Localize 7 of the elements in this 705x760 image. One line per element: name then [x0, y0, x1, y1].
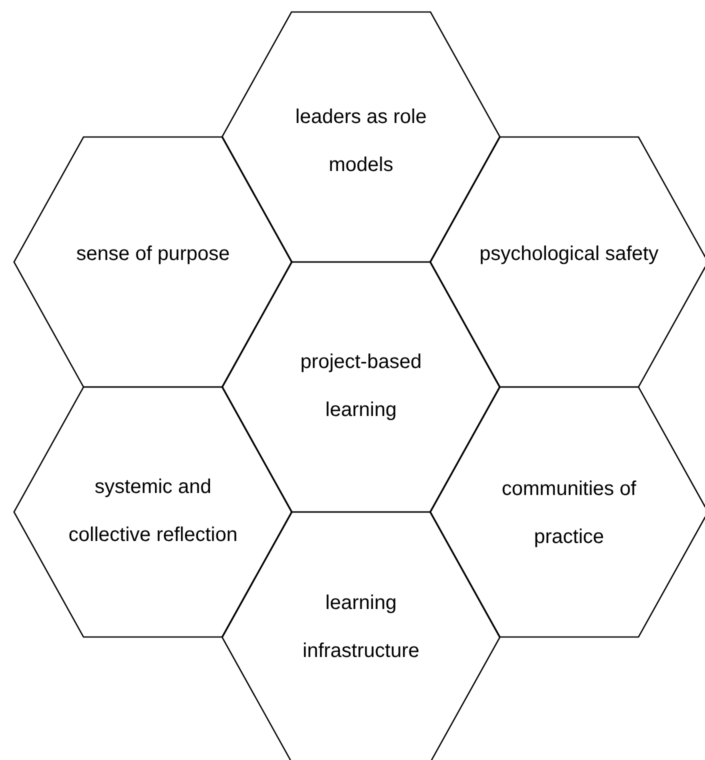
hexagon-label: communities of practice	[500, 477, 638, 550]
hexagon-label: sense of purpose	[75, 242, 231, 267]
hexagon-label: leaders as role models	[294, 105, 428, 178]
hexagon-label: learning infrastructure	[302, 591, 420, 664]
hexagon-label: psychological safety	[478, 242, 660, 267]
hexagon-label: project-based learning	[299, 350, 423, 423]
hexagon-label: systemic and collective reflection	[68, 475, 238, 548]
